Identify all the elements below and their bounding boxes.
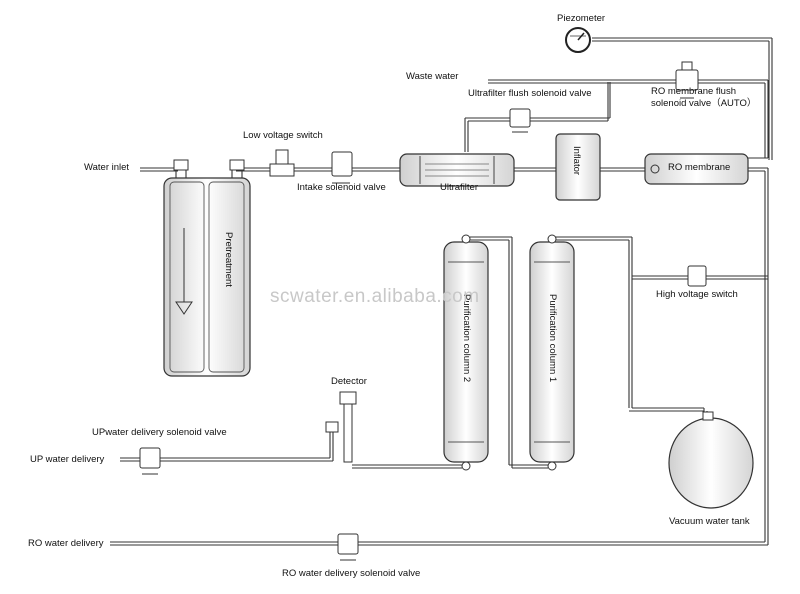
pipe-waste — [488, 79, 769, 159]
vacuum-water-tank — [668, 411, 754, 509]
low-voltage-switch-label: Low voltage switch — [243, 130, 323, 141]
waste-water-label: Waste water — [406, 71, 459, 82]
inlet-fitting-icons — [173, 159, 245, 171]
purification-column-2 — [443, 234, 489, 471]
ro-delivery-valve-icon — [337, 533, 359, 561]
watermark: scwater.en.alibaba.com — [270, 286, 480, 307]
intake-valve-label: Intake solenoid valve — [297, 182, 386, 193]
pipe-main-top — [236, 167, 645, 172]
up-delivery-valve-icon — [139, 447, 161, 475]
ro-flush-valve-icon — [675, 61, 699, 99]
pipe-piezometer — [592, 37, 773, 160]
ro-water-delivery-label: RO water delivery — [28, 538, 104, 549]
vacuum-tank-label: Vacuum water tank — [669, 516, 750, 527]
piezometer-gauge-icon — [565, 27, 591, 53]
ro-delivery-valve-label: RO water delivery solenoid valve — [282, 568, 421, 579]
low-voltage-switch-icon — [269, 149, 295, 177]
inflator — [555, 133, 601, 201]
ro-flush-valve-label-2: solenoid valve（AUTO） — [651, 98, 757, 109]
pipe-column-link — [470, 236, 548, 469]
pipe-uf-flush — [464, 82, 611, 152]
pipe-column-feed — [555, 236, 768, 420]
purification-column-1-label: Purification column 1 — [547, 294, 558, 383]
up-water-delivery-label: UP water delivery — [30, 454, 105, 465]
high-voltage-switch-icon — [687, 265, 707, 287]
pipe-ro-outlet — [748, 167, 769, 545]
pretreatment-label: Pretreatment — [223, 232, 234, 287]
detector-icon — [325, 391, 357, 463]
pipe-inlet — [140, 167, 178, 172]
inflator-label: Inflator — [571, 146, 582, 176]
ro-membrane-label: RO membrane — [668, 162, 731, 173]
pipe-ro-delivery — [110, 541, 768, 546]
ultrafilter-label: Ultrafilter — [440, 182, 479, 193]
uf-flush-valve-label: Ultrafilter flush solenoid valve — [468, 88, 592, 99]
intake-valve-icon — [331, 151, 353, 184]
uf-flush-valve-icon — [509, 108, 531, 133]
water-inlet-label: Water inlet — [84, 162, 130, 173]
purification-column-1 — [529, 234, 575, 471]
pretreatment-filter — [163, 177, 251, 377]
piezometer-label: Piezometer — [557, 13, 606, 24]
high-voltage-switch-label: High voltage switch — [656, 289, 738, 300]
ro-membrane — [644, 153, 749, 185]
up-delivery-valve-label: UPwater delivery solenoid valve — [92, 427, 227, 438]
detector-label: Detector — [331, 376, 367, 387]
ultrafilter — [399, 153, 515, 187]
ro-flush-valve-label-1: RO membrane flush — [651, 86, 737, 97]
